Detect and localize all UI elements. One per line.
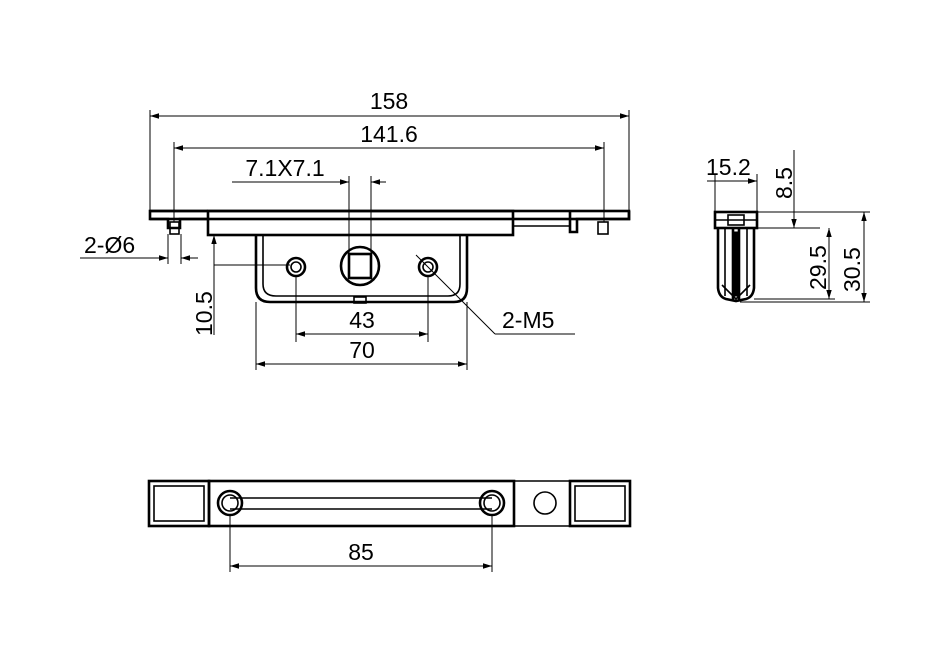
bottom-dimensions: 85: [229, 515, 493, 572]
square-hole: [347, 252, 373, 280]
dim-8-5: 8.5: [771, 167, 797, 199]
bottom-left-block: [147, 479, 211, 528]
bottom-main-bar: [207, 479, 516, 528]
dim-43: 43: [349, 307, 375, 333]
dim-158: 158: [370, 88, 408, 114]
side-view: [713, 210, 759, 303]
dim-square-hole: 7.1X7.1: [245, 155, 324, 181]
right-pin: [597, 221, 609, 235]
dim-thread-holes: 2-M5: [502, 307, 554, 333]
left-bracket: [150, 209, 208, 230]
dim-29-5: 29.5: [805, 245, 831, 290]
bottom-view: [147, 479, 632, 528]
dim-10-5: 10.5: [191, 291, 217, 336]
dim-141-6: 141.6: [360, 121, 418, 147]
main-bar: [206, 209, 515, 237]
square-hole-boss: [339, 245, 381, 287]
bottom-pin-hole: [533, 491, 557, 515]
front-dimensions: 158 141.6 7.1X7.1 2-Ø6 10.5 43 70: [80, 88, 630, 370]
side-body: [716, 228, 756, 303]
front-view: [148, 209, 631, 304]
right-bracket: [568, 211, 631, 234]
side-dimensions: 15.2 8.5 29.5 30.5: [706, 150, 870, 303]
dim-pin-holes: 2-Ø6: [84, 232, 135, 258]
m5-hole-left: [285, 256, 307, 278]
dim-30-5: 30.5: [839, 247, 865, 292]
dim-70: 70: [349, 337, 375, 363]
dim-15-2: 15.2: [706, 154, 751, 180]
dim-85: 85: [348, 539, 374, 565]
lower-body: [254, 235, 469, 304]
bottom-right-block: [568, 479, 632, 528]
